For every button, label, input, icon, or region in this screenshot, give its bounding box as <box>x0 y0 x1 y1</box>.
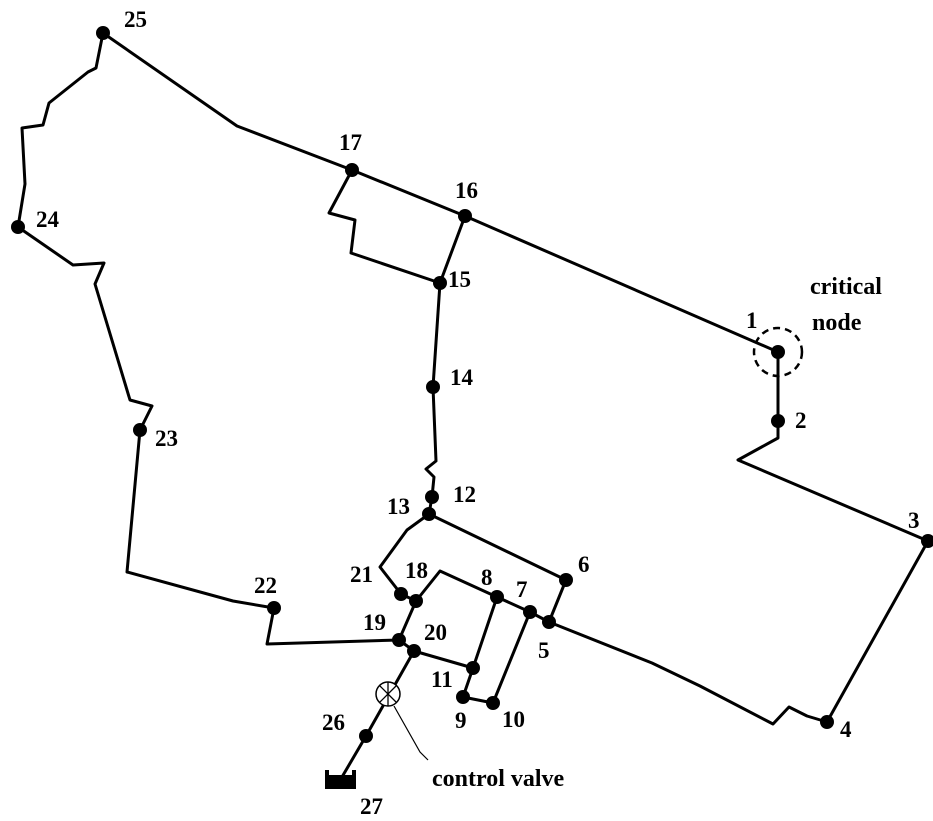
node-11 <box>466 661 480 675</box>
node-label-17: 17 <box>339 130 362 155</box>
pipe-19-18 <box>397 599 418 642</box>
node-17 <box>345 163 359 177</box>
control-valve-icon <box>375 681 401 707</box>
node-22 <box>267 601 281 615</box>
pipe-21-13 <box>378 512 431 596</box>
node-20 <box>407 644 421 658</box>
node-14 <box>426 380 440 394</box>
node-16 <box>458 209 472 223</box>
pipe-23-24 <box>16 225 154 432</box>
node-6 <box>559 573 573 587</box>
node-label-7: 7 <box>516 577 528 602</box>
node-label-16: 16 <box>455 178 478 203</box>
node-label-22: 22 <box>254 573 277 598</box>
node-2 <box>771 414 785 428</box>
node-15 <box>433 276 447 290</box>
node-label-10: 10 <box>502 707 525 732</box>
node-4 <box>820 715 834 729</box>
node-label-2: 2 <box>795 408 807 433</box>
node-9 <box>456 690 470 704</box>
node-label-24: 24 <box>36 207 60 232</box>
node-18 <box>409 594 423 608</box>
pipe-13-6 <box>427 512 568 582</box>
node-label-8: 8 <box>481 565 493 590</box>
pipe-26-27 <box>340 734 368 779</box>
node-23 <box>133 423 147 437</box>
pipe-14-15 <box>431 281 442 389</box>
node-7 <box>523 605 537 619</box>
node-label-23: 23 <box>155 426 178 451</box>
node-21 <box>394 587 408 601</box>
node-label-5: 5 <box>538 638 550 663</box>
pipe-4-5 <box>547 620 829 726</box>
critical-node-label-line1: critical <box>810 274 882 300</box>
pipe-11-8 <box>471 595 499 670</box>
critical-node-label-line2: node <box>812 310 862 336</box>
pipe-11-20 <box>412 649 475 670</box>
node-label-11: 11 <box>431 667 453 692</box>
node-label-18: 18 <box>405 558 428 583</box>
node-label-27: 27 <box>360 794 383 819</box>
node-label-6: 6 <box>578 552 590 577</box>
node-label-3: 3 <box>908 508 920 533</box>
node-label-25: 25 <box>124 7 147 32</box>
node-label-19: 19 <box>363 610 386 635</box>
pipe-25-17 <box>101 31 354 172</box>
pipe-6-5 <box>547 578 568 624</box>
critical-node-marker <box>752 326 804 378</box>
node-13 <box>422 507 436 521</box>
reservoir-icon <box>325 770 356 789</box>
node-26 <box>359 729 373 743</box>
pipe-15-16 <box>438 214 467 285</box>
node-label-14: 14 <box>450 365 474 390</box>
node-label-15: 15 <box>448 267 471 292</box>
pipe-3-4 <box>825 539 930 724</box>
node-label-4: 4 <box>840 717 852 742</box>
pipe-16-1 <box>463 214 780 354</box>
node-label-26: 26 <box>322 710 345 735</box>
control-valve-label: control valve <box>432 766 565 792</box>
node-8 <box>490 590 504 604</box>
node-label-13: 13 <box>387 494 410 519</box>
pipe-2-3 <box>736 419 930 543</box>
node-19 <box>392 633 406 647</box>
node-label-1: 1 <box>746 308 758 333</box>
node-label-12: 12 <box>453 482 476 507</box>
pipe-7-10 <box>491 610 532 705</box>
nodes <box>11 26 933 743</box>
node-10 <box>486 696 500 710</box>
node-24 <box>11 220 25 234</box>
node-label-20: 20 <box>424 620 447 645</box>
pipe-22-23 <box>125 428 276 610</box>
control-valve-leader <box>393 705 429 761</box>
node-3 <box>921 534 933 548</box>
pipe-8-18 <box>414 569 499 603</box>
pipe-24-25 <box>16 31 105 229</box>
node-label-9: 9 <box>455 708 467 733</box>
pipe-12-14 <box>424 385 438 499</box>
pipe-19-22 <box>265 606 401 646</box>
node-5 <box>542 615 556 629</box>
pipe-15-17 <box>327 168 442 285</box>
pipe-17-16 <box>350 168 467 218</box>
node-label-21: 21 <box>350 562 373 587</box>
node-1 <box>771 345 785 359</box>
node-labels: 1 2 3 4 5 6 7 8 9 10 11 12 13 14 15 16 1… <box>36 7 920 819</box>
node-12 <box>425 490 439 504</box>
node-25 <box>96 26 110 40</box>
